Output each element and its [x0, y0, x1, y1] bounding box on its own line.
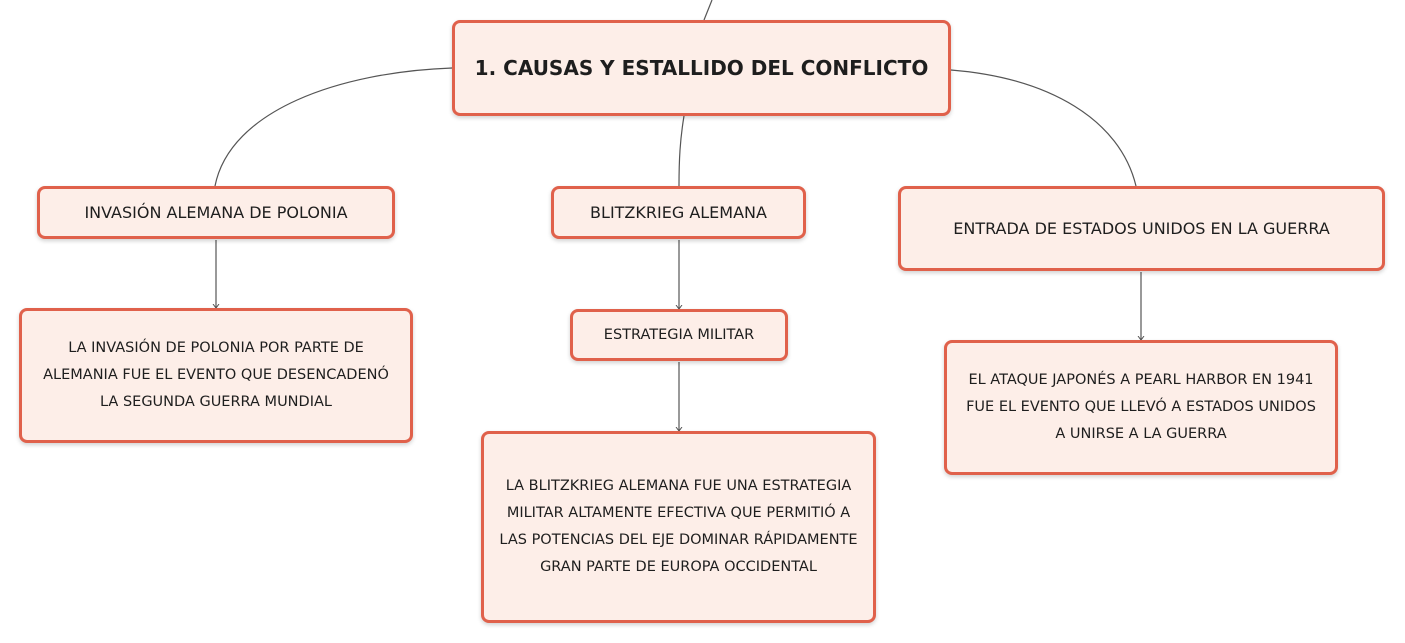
connector-root-to-usa [950, 69, 1137, 187]
topic-invasion-polonia[interactable]: INVASIÓN ALEMANA DE POLONIA [37, 186, 395, 239]
detail-entrada-estados-unidos-text: EL ATAQUE JAPONÉS A PEARL HARBOR EN 1941… [966, 372, 1316, 442]
connector-root-to-invasion [214, 67, 453, 187]
detail-invasion-polonia[interactable]: LA INVASIÓN DE POLONIA POR PARTE DE ALEM… [19, 308, 413, 443]
topic-invasion-polonia-label: INVASIÓN ALEMANA DE POLONIA [84, 203, 348, 222]
topic-blitzkrieg[interactable]: BLITZKRIEG ALEMANA [551, 186, 806, 239]
central-topic-node[interactable]: 1. CAUSAS Y ESTALLIDO DEL CONFLICTO [452, 20, 951, 116]
detail-blitzkrieg-text: LA BLITZKRIEG ALEMANA FUE UNA ESTRATEGIA… [499, 478, 858, 575]
subtopic-estrategia-militar[interactable]: ESTRATEGIA MILITAR [570, 309, 788, 361]
topic-blitzkrieg-label: BLITZKRIEG ALEMANA [590, 203, 767, 222]
connector-from-parent [703, 0, 713, 21]
subtopic-estrategia-militar-label: ESTRATEGIA MILITAR [603, 327, 755, 343]
connector-root-to-blitzkrieg [678, 115, 685, 187]
detail-invasion-polonia-text: LA INVASIÓN DE POLONIA POR PARTE DE ALEM… [43, 340, 389, 410]
central-topic-label: 1. CAUSAS Y ESTALLIDO DEL CONFLICTO [474, 56, 929, 80]
detail-blitzkrieg[interactable]: LA BLITZKRIEG ALEMANA FUE UNA ESTRATEGIA… [481, 431, 876, 623]
topic-entrada-estados-unidos[interactable]: ENTRADA DE ESTADOS UNIDOS EN LA GUERRA [898, 186, 1385, 271]
topic-entrada-estados-unidos-label: ENTRADA DE ESTADOS UNIDOS EN LA GUERRA [953, 219, 1330, 238]
detail-entrada-estados-unidos[interactable]: EL ATAQUE JAPONÉS A PEARL HARBOR EN 1941… [944, 340, 1338, 475]
